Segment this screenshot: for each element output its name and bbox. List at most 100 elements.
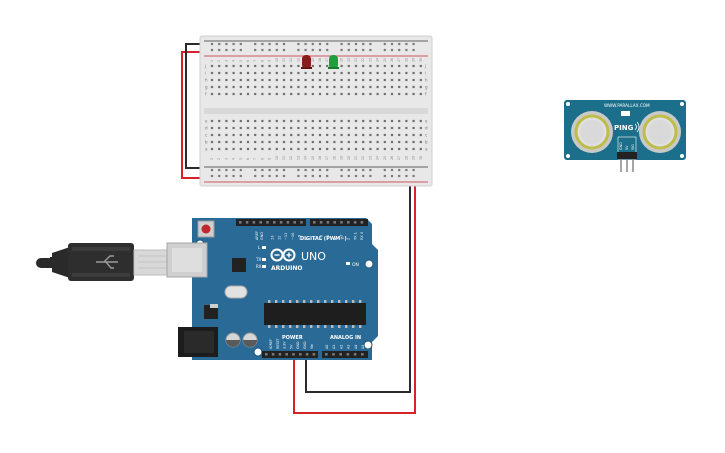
breadboard-column-number: 8 [260,158,264,160]
breadboard-column-number: 22 [361,156,365,160]
breadboard-column-number: 21 [354,156,358,160]
sensor-website: WWW.PARALLAX.COM [604,103,650,108]
breadboard-column-number: 6 [246,60,250,62]
digital-pin-label: TX 1 [353,232,357,241]
breadboard-column-number: 23 [368,156,372,160]
digital-pin-label: ~6 [319,235,323,240]
breadboard-column-number: 20 [347,58,351,62]
breadboard-column-number: 4 [232,60,236,62]
tx-led-label: TX [255,257,261,262]
breadboard-column-number: 28 [404,156,408,160]
led-red[interactable] [301,55,312,69]
breadboard-column-number: 21 [354,58,358,62]
digital-header-left[interactable] [236,219,306,226]
transducer-right-icon [639,111,681,153]
atmega-chip [264,303,366,325]
breadboard-column-number: 2 [217,158,221,160]
digital-label: DIGITAL (PWM~) [300,236,347,242]
sensor-header-pins[interactable] [617,152,637,172]
aref-label: AREF [255,231,259,240]
power-header[interactable] [262,351,318,358]
breadboard-row-letter: b [425,140,428,145]
breadboard-row-letter: e [205,119,208,124]
analog-pin-label: A2 [339,345,343,349]
analog-pin-label: A3 [347,345,351,349]
breadboard-row-letter: a [425,147,428,152]
breadboard-column-number: 3 [224,60,228,62]
power-pin-label: 5V [289,344,293,349]
breadboard-column-number: 30 [419,58,423,62]
breadboard-column-number: 25 [383,156,387,160]
breadboard-column-number: 12 [289,58,293,62]
breadboard-column-number: 11 [282,58,286,62]
breadboard-holes [210,42,422,178]
usb-cable[interactable] [36,243,175,281]
sensor-pin-label: 5V [625,145,629,150]
breadboard-column-number: 6 [246,158,250,160]
breadboard-column-number: 18 [332,156,336,160]
breadboard-row-letter: c [425,133,427,138]
analog-header[interactable] [322,351,368,358]
breadboard-column-number: 16 [318,156,322,160]
digital-pin-label: ~3 [340,235,344,240]
digital-pin-label: 4 [333,237,337,240]
sensor-pin-label: GND [619,142,623,150]
breadboard-column-number: 27 [397,156,401,160]
breadboard-column-number: 13 [296,58,300,62]
analog-pin-label: A0 [325,345,329,349]
power-pin-label: Vin [310,344,314,349]
digital-pin-label: 13 [271,236,275,240]
power-pin-label: RESET [276,337,280,349]
breadboard-column-number: 3 [224,158,228,160]
breadboard-column-number: 9 [268,158,272,160]
breadboard-column-number: 22 [361,58,365,62]
breadboard-row-letter: g [425,85,428,90]
led-green[interactable] [328,55,339,69]
wire-red-left-rail[interactable] [181,51,206,179]
digital-pin-label: ~10 [291,233,295,240]
digital-pin-label: 8 [305,238,309,240]
breadboard-row-letter: b [205,140,208,145]
breadboard-column-number: 17 [325,58,329,62]
usb-icon [96,255,118,269]
digital-pin-label: ~5 [326,235,330,240]
rx-led-label: RX [256,264,262,269]
breadboard-column-number: 23 [368,58,372,62]
breadboard-column-number: 24 [376,58,380,62]
breadboard-column-number: 24 [376,156,380,160]
breadboard-row-letter: i [205,71,206,76]
sensor-pin-label: SIG [631,144,635,150]
breadboard-column-number: 4 [232,158,236,160]
power-label: POWER [282,335,303,341]
breadboard-column-number: 15 [311,58,315,62]
wire-red-5v[interactable] [293,176,416,414]
breadboard-column-number: 14 [304,156,308,160]
power-pin-label: GND [303,341,307,349]
wire-black-left-rail[interactable] [185,43,206,169]
breadboard-column-number: 29 [412,156,416,160]
breadboard-column-number: 19 [340,156,344,160]
digital-pin-label: 2 [347,238,351,240]
breadboard-column-number: 2 [217,60,221,62]
breadboard-column-number: 10 [275,58,279,62]
digital-header-right[interactable] [310,219,368,226]
transducer-left-icon [571,111,613,153]
breadboard-row-letter: a [205,147,208,152]
breadboard-column-number: 1 [210,158,214,160]
breadboard-row-letter: i [425,71,426,76]
breadboard-row-letter: e [425,119,428,124]
breadboard-column-number: 26 [390,156,394,160]
wire-black-gnd[interactable] [305,168,411,393]
breadboard-row-letter: j [204,64,206,69]
arduino-uno[interactable]: ARDUINO UNO DIGITAL (PWM~) ON L TX RX AR… [166,218,378,360]
breadboard-column-number: 15 [311,156,315,160]
digital-pin-label: ~9 [298,235,302,240]
